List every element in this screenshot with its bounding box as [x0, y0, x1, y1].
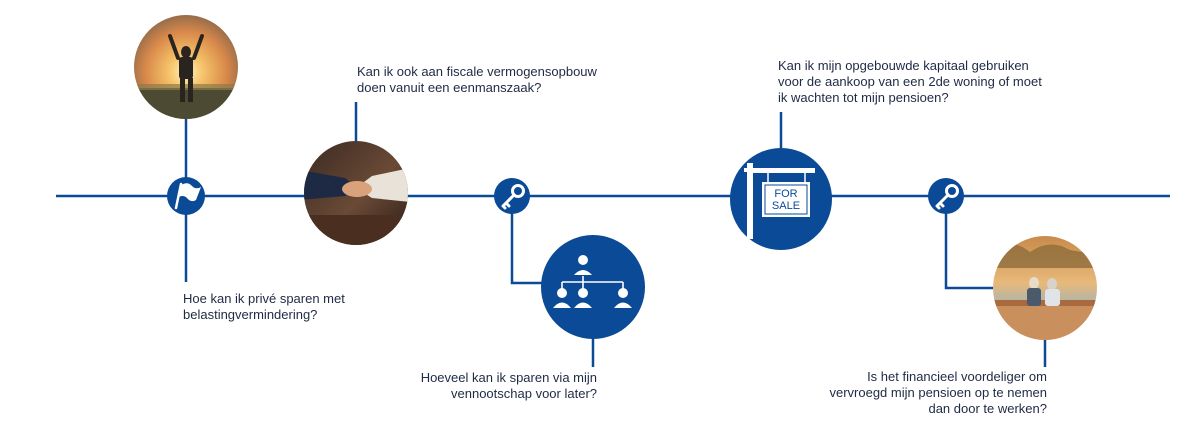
milestone-prive-sparen	[134, 15, 238, 282]
milestone-vervroegd-pensioen	[928, 178, 1097, 367]
sign-text-sale: SALE	[772, 200, 800, 212]
question-line: dan door te werken?	[928, 401, 1047, 416]
question-line: Is het financieel voordeliger om	[867, 369, 1047, 384]
question-line: doen vanuit een eenmanszaak?	[357, 80, 542, 95]
org-chart-icon	[541, 235, 645, 339]
question-vervroegd-pensioen: Is het financieel voordeliger om vervroe…	[829, 369, 1047, 417]
question-line: ik wachten tot mijn pensioen?	[778, 90, 949, 105]
key-icon	[928, 178, 964, 214]
question-tweede-woning: Kan ik mijn opgebouwde kapitaal gebruike…	[778, 58, 1042, 106]
question-line: Hoe kan ik privé sparen met	[183, 291, 345, 306]
person-arms-raised-photo	[134, 15, 238, 119]
question-line: belastingvermindering?	[183, 307, 318, 322]
key-icon	[494, 178, 530, 214]
handshake-photo	[304, 141, 408, 245]
question-line: Kan ik ook aan fiscale vermogensopbouw	[357, 64, 597, 79]
connector-line	[510, 210, 548, 285]
question-line: vervroegd mijn pensioen op te nemen	[829, 385, 1047, 400]
question-line: voor de aankoop van een 2de woning of mo…	[778, 74, 1042, 89]
milestone-tweede-woning: FOR SALE	[730, 112, 832, 250]
for-sale-sign-icon: FOR SALE	[730, 148, 832, 250]
connector-line	[944, 210, 993, 290]
question-eenmanszaak: Kan ik ook aan fiscale vermogensopbouw d…	[357, 64, 597, 96]
elderly-couple-photo	[993, 236, 1097, 340]
sign-text-for: FOR	[774, 188, 797, 200]
milestone-eenmanszaak	[304, 102, 408, 245]
flag-icon	[167, 177, 205, 215]
question-vennootschap: Hoeveel kan ik sparen via mijn vennootsc…	[421, 370, 597, 402]
milestone-vennootschap	[494, 178, 645, 367]
question-line: Kan ik mijn opgebouwde kapitaal gebruike…	[778, 58, 1029, 73]
question-line: vennootschap voor later?	[451, 386, 597, 401]
question-prive-sparen: Hoe kan ik privé sparen met belastingver…	[183, 291, 345, 323]
question-line: Hoeveel kan ik sparen via mijn	[420, 370, 597, 385]
